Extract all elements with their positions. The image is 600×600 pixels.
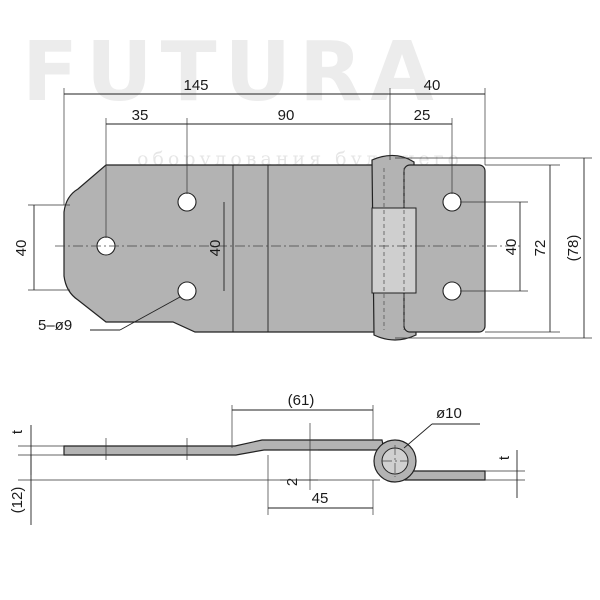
dim-label-78: (78)	[565, 235, 582, 262]
right-leaf-profile	[404, 470, 486, 481]
dim-label-61: (61)	[288, 392, 315, 409]
dim-label-40-left: 40	[13, 240, 30, 257]
dim-label-145: 145	[183, 77, 208, 94]
dim-label-90: 90	[278, 107, 295, 124]
mount-hole	[442, 281, 462, 301]
dim-label-40-top: 40	[424, 77, 441, 94]
side-view: (61) ø10 45 2 t (12) t	[9, 392, 525, 525]
leader-line	[119, 296, 181, 331]
hinge-leaf-main	[63, 164, 384, 333]
dim-label-t-right: t	[496, 455, 513, 460]
dim-label-2: 2	[284, 478, 301, 486]
leader-line	[403, 423, 433, 449]
dim-label-72: 72	[532, 240, 549, 257]
dim-label-35: 35	[132, 107, 149, 124]
dim-label-dia10: ø10	[436, 405, 462, 422]
dim-label-40-holes: 40	[207, 240, 224, 257]
holes-note: 5–ø9	[38, 317, 72, 334]
leaf-profile	[63, 439, 385, 456]
mount-hole	[177, 192, 197, 212]
dim-label-25: 25	[414, 107, 431, 124]
dim-label-45: 45	[312, 490, 329, 507]
watermark-brand: FUTURA	[22, 25, 442, 120]
dim-label-t-left: t	[9, 429, 26, 434]
dim-label-12: (12)	[9, 487, 26, 514]
top-view: 145 40 35 90 25 40 40 40 72 (78) 5–ø9	[13, 77, 592, 341]
mount-hole	[442, 192, 462, 212]
dim-label-40-right: 40	[503, 239, 520, 256]
mount-hole	[177, 281, 197, 301]
knuckle-cutout	[371, 207, 417, 294]
